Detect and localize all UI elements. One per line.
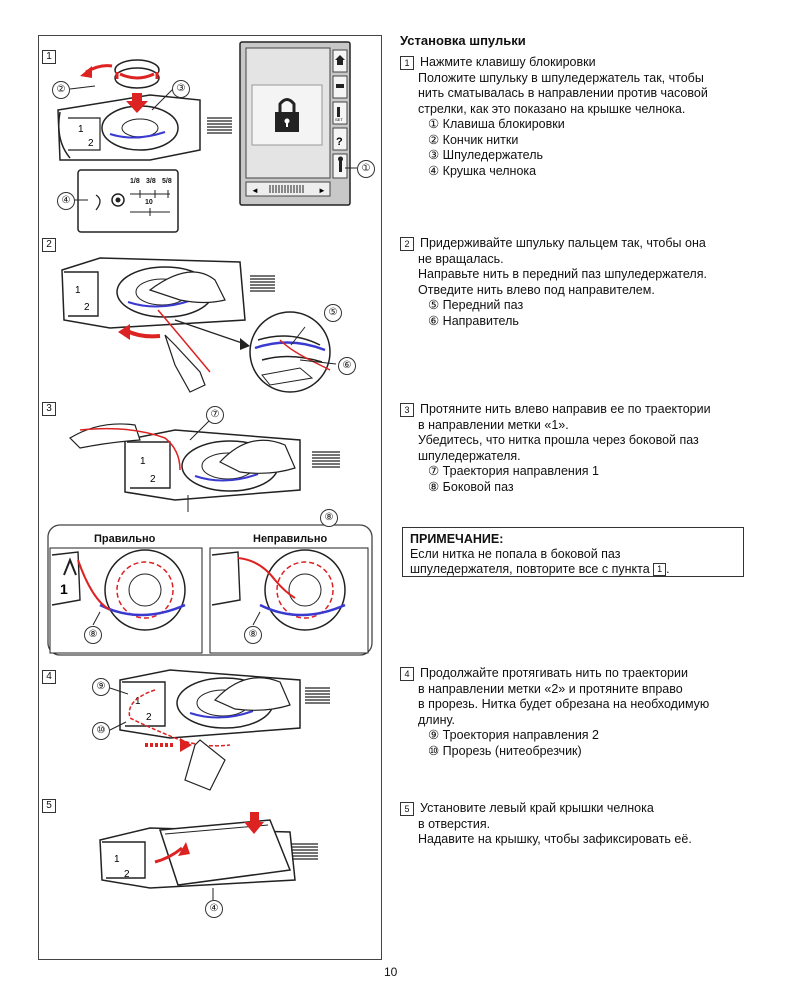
callout-5: ⑤	[324, 304, 342, 322]
note-heading: ПРИМЕЧАНИЕ:	[410, 532, 504, 546]
step4-line-3: длину.	[418, 712, 455, 727]
scale-label-d: 10	[145, 199, 153, 206]
note-box: ПРИМЕЧАНИЕ: Если нитка не попала в боков…	[402, 527, 744, 577]
lcd-screen-illustration: SET ? ◄ ►	[239, 41, 357, 206]
illustration-frame	[38, 35, 382, 960]
step2-line-2: Направьте нить в передний паз шпуледержа…	[418, 267, 707, 281]
svg-text:1: 1	[78, 124, 84, 135]
callout-1: ①	[357, 160, 375, 178]
callout-2: ②	[52, 81, 70, 99]
scale-label-b: 3/8	[146, 178, 156, 185]
step1-text: 1 Нажмите клавишу блокировки Положите шп…	[400, 55, 770, 179]
step2-line-3: Отведите нить влево под направителем.	[418, 282, 655, 297]
svg-text:?: ?	[336, 136, 343, 148]
callout-3: ③	[172, 80, 190, 98]
note-line-2: шпуледержателя, повторите все с пункта 1…	[410, 562, 736, 577]
step5-num: 5	[400, 802, 414, 816]
step3-line-1: в направлении метки «1».	[418, 417, 569, 432]
step1-num: 1	[400, 56, 414, 70]
step1-line-1: Положите шпульку в шпуледержатель так, ч…	[418, 70, 704, 85]
svg-text:SET: SET	[335, 117, 343, 122]
step4-num: 4	[400, 667, 414, 681]
svg-text:2: 2	[146, 712, 152, 723]
callout-8: ⑧	[320, 509, 338, 527]
step1-item-0: ① Клавиша блокировки	[428, 117, 565, 131]
correct-label: Правильно	[94, 533, 156, 545]
step5-box: 5	[42, 799, 56, 813]
step3-illustration: 1 2	[69, 419, 340, 512]
step2-num: 2	[400, 237, 414, 251]
step2-box: 2	[42, 238, 56, 252]
svg-text:1: 1	[75, 285, 81, 296]
callout-7: ⑦	[206, 406, 224, 424]
step3-text: 3 Протяните нить влево направив ее по тр…	[400, 402, 770, 495]
step5-line-1: в отверстия.	[418, 816, 491, 831]
callout-8-correct: ⑧	[84, 626, 102, 644]
step3-num: 3	[400, 403, 414, 417]
step4-illustration: 1 2	[109, 669, 330, 791]
callout-4-cover: ④	[205, 900, 223, 918]
callout-4: ④	[57, 192, 75, 210]
svg-text:2: 2	[88, 138, 94, 149]
step3-line-2: Убедитесь, что нитка прошла через боково…	[418, 433, 699, 447]
comparison-illustration: 1	[47, 524, 373, 656]
step1-item-1: ② Кончик нитки	[428, 132, 519, 147]
step2-line-1: не вращалась.	[418, 251, 504, 266]
step1-item-2: ③ Шпуледержатель	[428, 148, 544, 162]
page-title: Установка шпульки	[400, 33, 526, 48]
step2-line-0: Придерживайте шпульку пальцем так, чтобы…	[420, 236, 706, 250]
step5-text: 5 Установите левый край крышки челнока в…	[400, 801, 770, 848]
step1-line-3: стрелки, как это показано на крышке челн…	[418, 101, 686, 116]
svg-text:►: ►	[318, 186, 326, 195]
note-line-2-text: шпуледержателя, повторите все с пункта	[410, 562, 650, 576]
instructions-column: Установка шпульки 1 Нажмите клавишу блок…	[400, 33, 770, 846]
step2-item-1: ⑥ Направитель	[428, 313, 519, 328]
step2-illustration: 1 2	[61, 257, 337, 393]
page-number: 10	[384, 965, 398, 979]
scale-label-a: 1/8	[130, 178, 140, 185]
step4-line-0: Продолжайте протягивать нить по траектор…	[420, 666, 688, 680]
step4-box: 4	[42, 670, 56, 684]
step3-box: 3	[42, 402, 56, 416]
step5-line-2: Надавите на крышку, чтобы зафиксировать …	[418, 832, 692, 846]
step4-line-1: в направлении метки «2» и протяните впра…	[418, 681, 683, 696]
incorrect-label: Неправильно	[253, 533, 328, 545]
svg-text:2: 2	[84, 302, 90, 313]
step1-box: 1	[42, 50, 56, 64]
step1-item-3: ④ Крушка челнока	[428, 163, 537, 178]
step3-line-3: шпуледержателя.	[418, 448, 521, 463]
note-line-2-end: .	[666, 562, 670, 576]
svg-text:2: 2	[150, 474, 156, 485]
step1-bobbin-case-illustration: 1 2	[57, 59, 232, 233]
step4-item-0: ⑨ Троектория направления 2	[428, 728, 599, 742]
svg-text:1: 1	[140, 456, 146, 467]
step3-item-1: ⑧ Боковой паз	[428, 479, 514, 494]
step2-text: 2 Придерживайте шпульку пальцем так, что…	[400, 236, 770, 329]
callout-8-incorrect: ⑧	[244, 626, 262, 644]
callout-10: ⑩	[92, 722, 110, 740]
note-step-ref: 1	[653, 563, 667, 577]
callout-9: ⑨	[92, 678, 110, 696]
svg-text:1: 1	[114, 854, 120, 865]
step4-text: 4 Продолжайте протягивать нить по траект…	[400, 666, 770, 759]
svg-text:2: 2	[124, 869, 130, 880]
svg-text:◄: ◄	[251, 186, 259, 195]
callout-6: ⑥	[338, 357, 356, 375]
note-line-1: Если нитка не попала в боковой паз	[410, 547, 621, 561]
step5-illustration: 1 2	[99, 812, 318, 900]
step2-item-0: ⑤ Передний паз	[428, 298, 524, 312]
step4-line-2: в прорезь. Нитка будет обрезана на необх…	[418, 697, 710, 711]
step5-line-0: Установите левый край крышки челнока	[420, 801, 654, 815]
scale-label-c: 5/8	[162, 178, 172, 185]
step4-item-1: ⑩ Прорезь (нитеобрезчик)	[428, 743, 582, 758]
step3-line-0: Протяните нить влево направив ее по трае…	[420, 402, 711, 416]
step1-line-2: нить сматывалась в направлении против ча…	[418, 86, 708, 100]
svg-text:1: 1	[60, 581, 68, 597]
step3-item-0: ⑦ Траектория направления 1	[428, 464, 599, 478]
svg-text:1: 1	[135, 696, 141, 707]
step1-line-0: Нажмите клавишу блокировки	[420, 55, 596, 69]
